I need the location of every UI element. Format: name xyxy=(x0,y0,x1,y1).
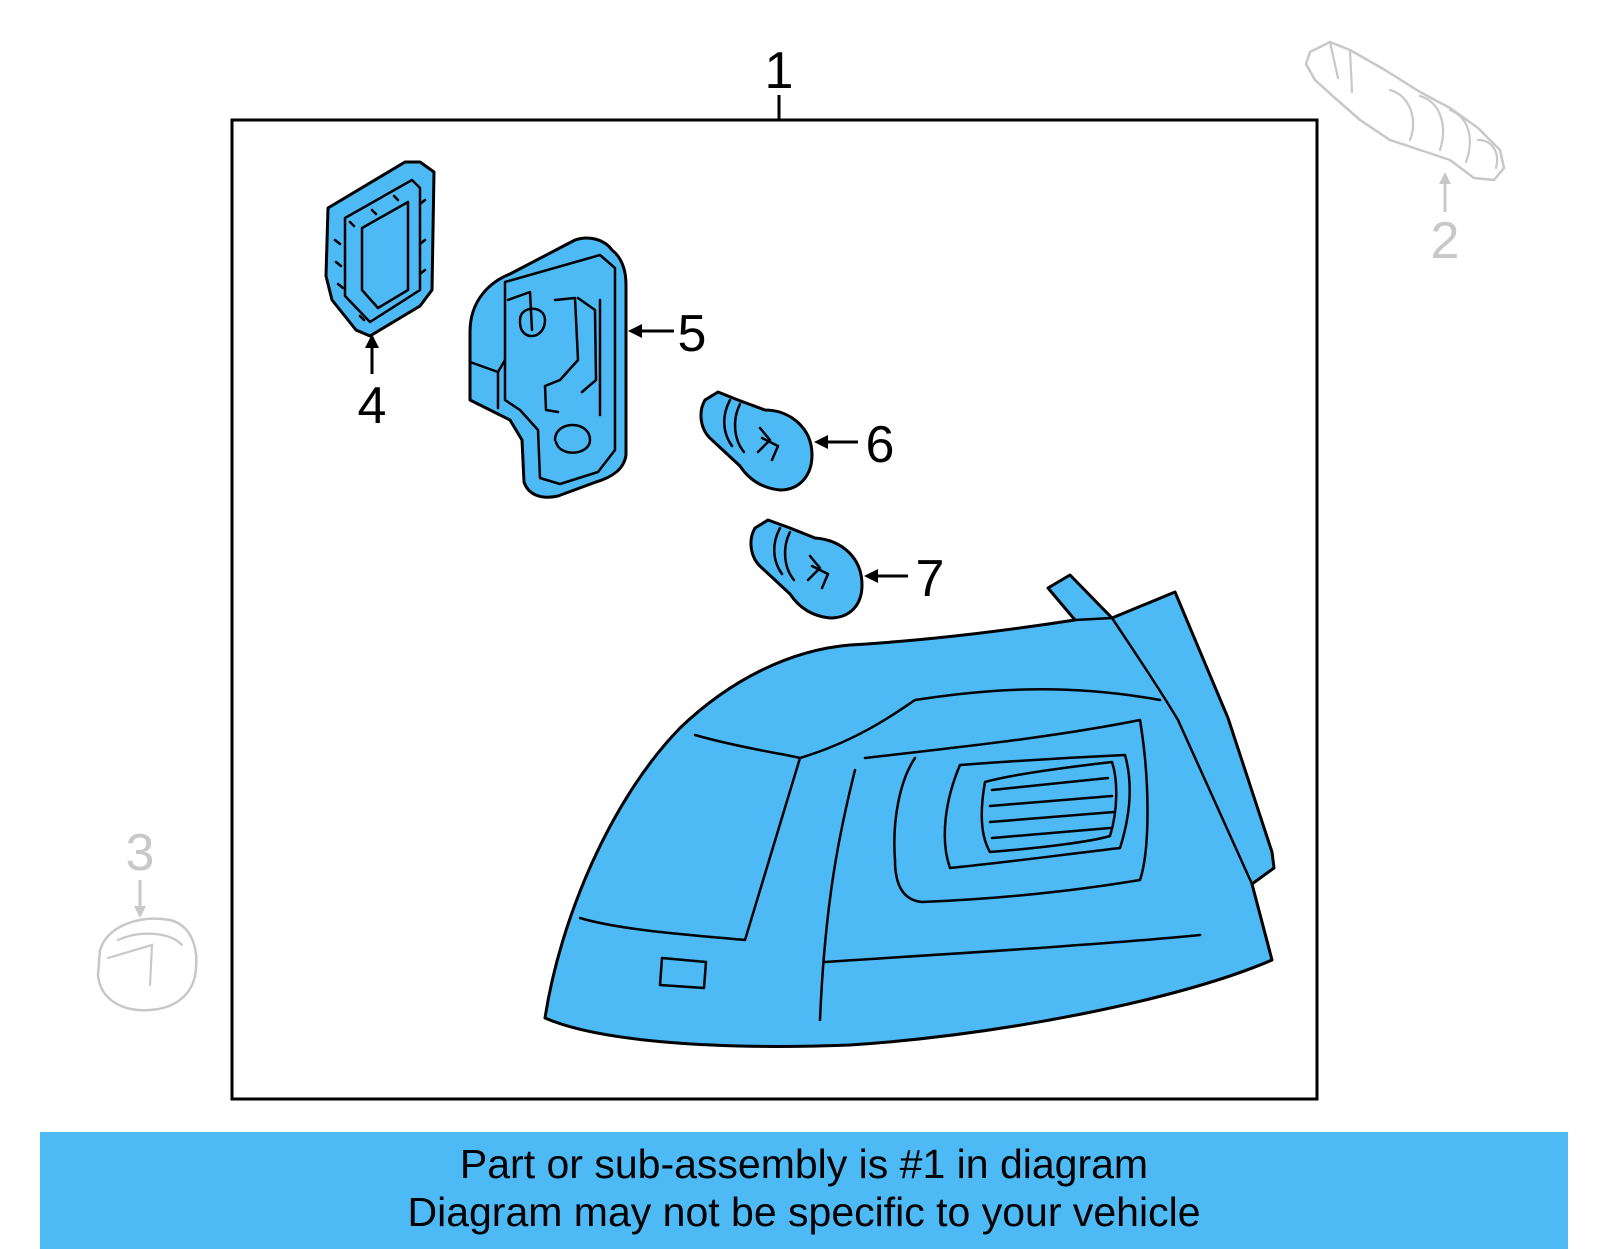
callout-4[interactable]: 4 xyxy=(358,377,387,435)
callout-2[interactable]: 2 xyxy=(1431,212,1460,270)
callout-4-arrow xyxy=(365,334,379,348)
callout-5[interactable]: 5 xyxy=(678,305,707,363)
callout-1[interactable]: 1 xyxy=(765,42,794,100)
disclaimer-line-2: Diagram may not be specific to your vehi… xyxy=(407,1189,1201,1235)
part-4-gasket-icon[interactable] xyxy=(324,160,436,338)
part-3-cap-icon[interactable] xyxy=(96,917,198,1012)
callout-6-arrow xyxy=(814,435,828,449)
assembly-frame xyxy=(230,118,1319,1101)
part-1-tail-lamp-icon[interactable] xyxy=(543,573,1276,1048)
disclaimer-line-1: Part or sub-assembly is #1 in diagram xyxy=(459,1141,1149,1187)
part-6-bulb-icon[interactable] xyxy=(699,390,814,492)
callout-7-arrow xyxy=(864,569,878,583)
callout-6[interactable]: 6 xyxy=(866,416,895,474)
callout-3[interactable]: 3 xyxy=(126,824,155,882)
callout-2-arrow xyxy=(1439,172,1451,184)
callout-7[interactable]: 7 xyxy=(916,550,945,608)
part-7-bulb-icon[interactable] xyxy=(749,518,864,620)
part-2-socket-icon[interactable] xyxy=(1304,40,1506,182)
callout-3-arrow xyxy=(134,906,146,918)
part-5-bulb-holder-icon[interactable] xyxy=(468,236,628,499)
callout-5-arrow xyxy=(628,324,642,338)
diagram-disclaimer-banner: Part or sub-assembly is #1 in diagram Di… xyxy=(40,1132,1568,1249)
